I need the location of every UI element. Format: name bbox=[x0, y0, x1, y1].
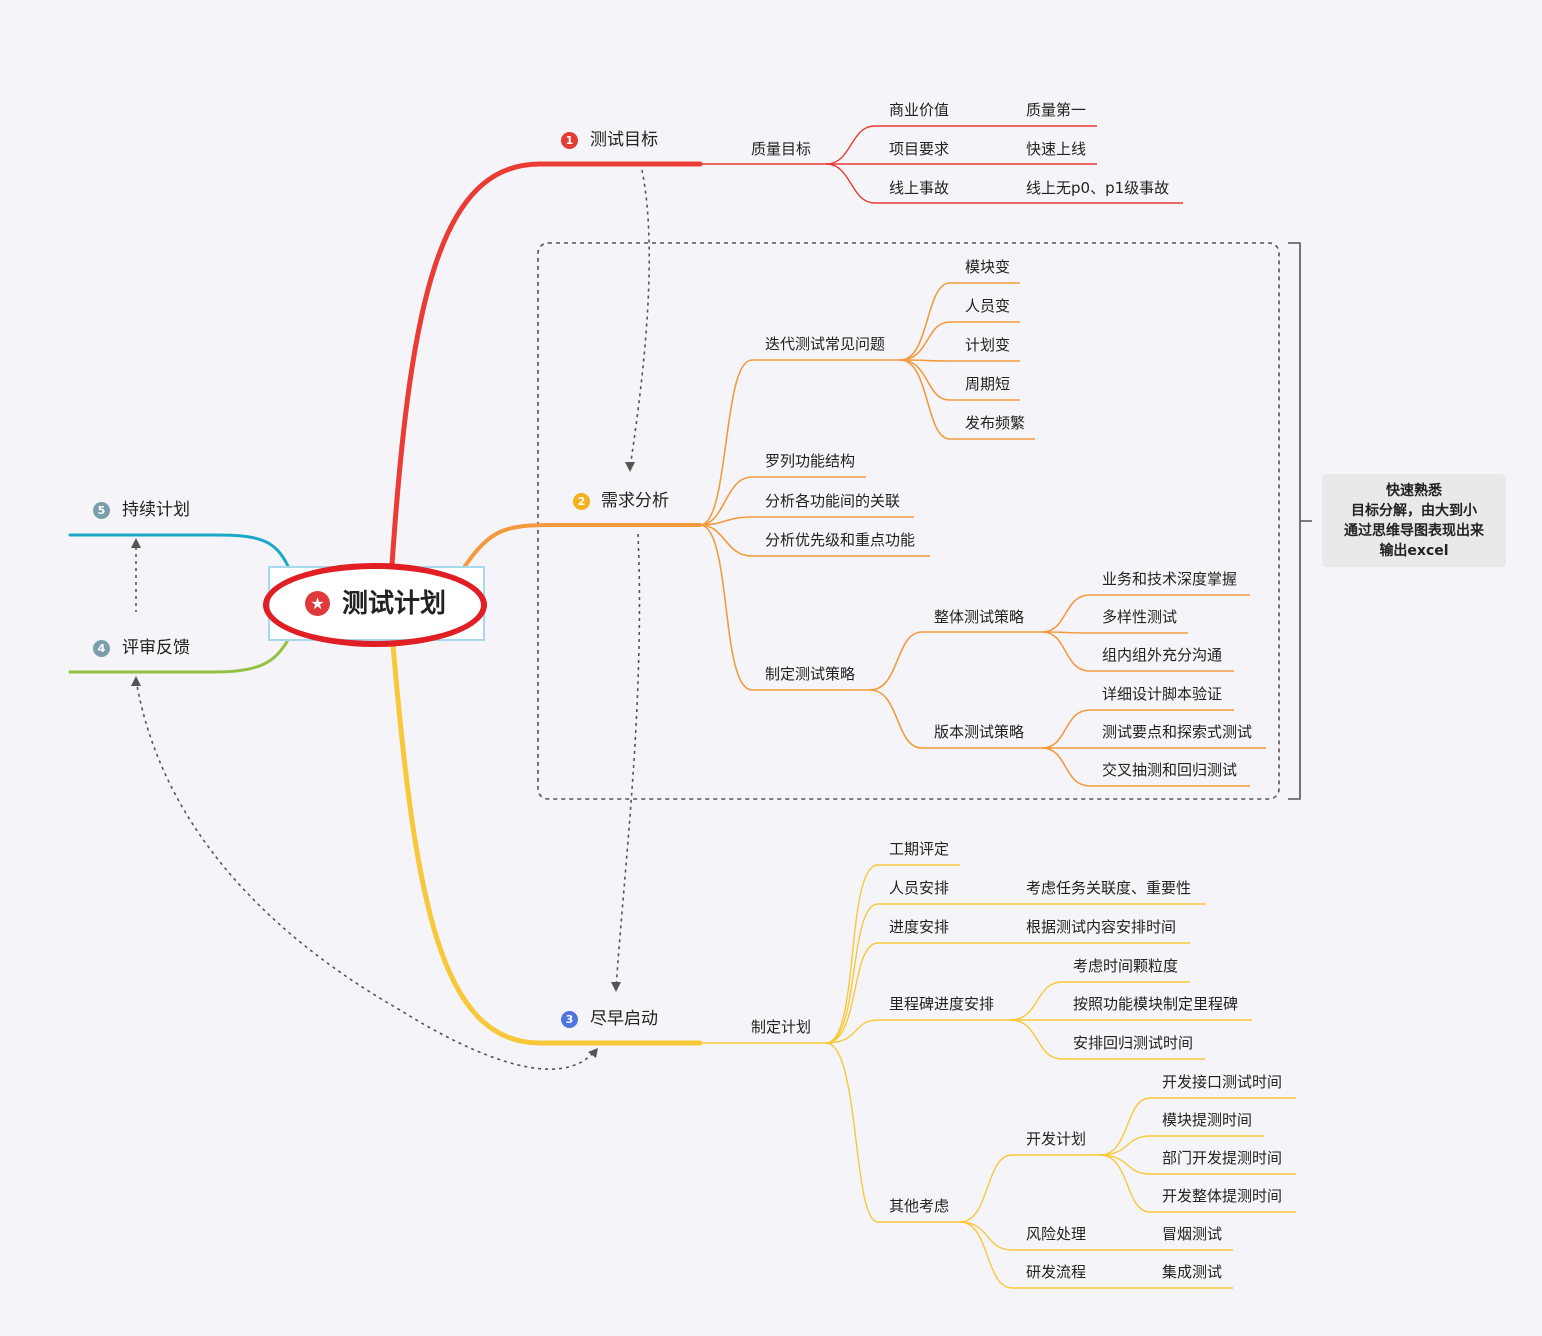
subtopic-project-requirement[interactable]: 项目要求 bbox=[889, 140, 950, 158]
subtopic-make-plan[interactable]: 制定计划 bbox=[751, 1018, 812, 1036]
subtopic-flow-value[interactable]: 集成测试 bbox=[1162, 1263, 1223, 1281]
summary-note[interactable]: 快速熟悉 目标分解，由大到小 通过思维导图表现出来 输出excel bbox=[1322, 474, 1506, 567]
subtopic-milestone-item[interactable]: 安排回归测试时间 bbox=[1073, 1034, 1194, 1052]
subtopic-quality-first[interactable]: 质量第一 bbox=[1026, 101, 1087, 119]
subtopic-issue-item[interactable]: 计划变 bbox=[965, 336, 1011, 354]
subtopic-milestone-item[interactable]: 按照功能模块制定里程碑 bbox=[1073, 995, 1239, 1013]
subtopic-online-incident[interactable]: 线上事故 bbox=[889, 179, 950, 197]
relation-goal-analysis bbox=[629, 169, 651, 469]
topic-analysis[interactable]: 需求分析 bbox=[601, 491, 669, 511]
subtopic-strategy-item[interactable]: 业务和技术深度掌握 bbox=[1102, 570, 1238, 588]
subtopic-test-strategy[interactable]: 制定测试策略 bbox=[765, 665, 856, 683]
subtopic-dev-item[interactable]: 模块提测时间 bbox=[1162, 1111, 1253, 1129]
subtopic-quality-goal[interactable]: 质量目标 bbox=[751, 140, 812, 158]
subtopic-dev-item[interactable]: 开发整体提测时间 bbox=[1162, 1187, 1283, 1205]
number-badge-2: 2 bbox=[573, 493, 590, 510]
subtopic-issue-item[interactable]: 人员变 bbox=[965, 297, 1011, 315]
subtopic-issue-item[interactable]: 模块变 bbox=[965, 258, 1011, 276]
relation-analysis-start bbox=[615, 533, 641, 989]
number-badge-5: 5 bbox=[93, 502, 110, 519]
subtopic-progress-value[interactable]: 根据测试内容安排时间 bbox=[1026, 918, 1177, 936]
branch-line-2 bbox=[463, 523, 702, 568]
subtopic-strategy-item[interactable]: 测试要点和探索式测试 bbox=[1102, 723, 1253, 741]
subtopic-strategy-item[interactable]: 多样性测试 bbox=[1102, 608, 1178, 626]
topic-start-early[interactable]: 尽早启动 bbox=[590, 1009, 658, 1029]
subtopic-strategy-item[interactable]: 组内组外充分沟通 bbox=[1102, 646, 1223, 664]
relation-review-start bbox=[135, 679, 595, 1070]
subtopic-milestone-item[interactable]: 考虑时间颗粒度 bbox=[1073, 957, 1179, 975]
note-line: 目标分解，由大到小 bbox=[1351, 502, 1477, 519]
center-highlight-ellipse bbox=[263, 563, 487, 647]
subtopic-staff-value[interactable]: 考虑任务关联度、重要性 bbox=[1026, 879, 1192, 897]
subtopic-issue-item[interactable]: 周期短 bbox=[965, 375, 1011, 393]
subtopic-relations[interactable]: 分析各功能间的关联 bbox=[765, 492, 901, 510]
subtopic-progress[interactable]: 进度安排 bbox=[889, 918, 950, 936]
branch-line-1 bbox=[389, 161, 703, 568]
subtopic-risk[interactable]: 风险处理 bbox=[1026, 1225, 1087, 1243]
subtopic-overall-strategy[interactable]: 整体测试策略 bbox=[934, 608, 1025, 626]
subtopic-no-p0-p1[interactable]: 线上无p0、p1级事故 bbox=[1026, 179, 1170, 197]
subtopic-list-structure[interactable]: 罗列功能结构 bbox=[765, 452, 856, 470]
subtopic-period[interactable]: 工期评定 bbox=[889, 840, 950, 858]
subtopic-milestone[interactable]: 里程碑进度安排 bbox=[889, 995, 995, 1013]
subtopic-business-value[interactable]: 商业价值 bbox=[889, 101, 950, 119]
boundary-box bbox=[537, 242, 1280, 800]
subtopic-dev-plan[interactable]: 开发计划 bbox=[1026, 1130, 1087, 1148]
topic-goal[interactable]: 测试目标 bbox=[590, 130, 658, 150]
number-badge-4: 4 bbox=[93, 640, 110, 657]
subtopic-strategy-item[interactable]: 详细设计脚本验证 bbox=[1102, 685, 1223, 703]
subtopic-priority[interactable]: 分析优先级和重点功能 bbox=[765, 531, 916, 549]
subtopic-other[interactable]: 其他考虑 bbox=[889, 1197, 950, 1215]
note-line: 输出excel bbox=[1379, 542, 1449, 559]
number-badge-1: 1 bbox=[561, 132, 578, 149]
number-badge-3: 3 bbox=[561, 1011, 578, 1028]
summary-bracket bbox=[1288, 242, 1312, 800]
subtopic-strategy-item[interactable]: 交叉抽测和回归测试 bbox=[1102, 761, 1238, 779]
subtopic-version-strategy[interactable]: 版本测试策略 bbox=[934, 723, 1025, 741]
subtopic-risk-value[interactable]: 冒烟测试 bbox=[1162, 1225, 1223, 1243]
subtopic-dev-item[interactable]: 部门开发提测时间 bbox=[1162, 1149, 1283, 1167]
central-topic[interactable]: 测试计划 bbox=[342, 589, 447, 619]
branch-line-3 bbox=[390, 642, 703, 1046]
note-line: 通过思维导图表现出来 bbox=[1344, 522, 1484, 539]
subtopic-fast-launch[interactable]: 快速上线 bbox=[1026, 140, 1087, 158]
subtopic-staff[interactable]: 人员安排 bbox=[889, 879, 950, 897]
subtopic-iteration-issues[interactable]: 迭代测试常见问题 bbox=[765, 335, 886, 353]
branch-line-4 bbox=[68, 638, 290, 674]
topic-continuous-plan[interactable]: 持续计划 bbox=[122, 500, 190, 520]
topic-review-feedback[interactable]: 评审反馈 bbox=[122, 638, 190, 658]
branch-line-5 bbox=[68, 533, 290, 568]
subtopic-flow[interactable]: 研发流程 bbox=[1026, 1263, 1087, 1281]
note-line: 快速熟悉 bbox=[1386, 482, 1442, 499]
subtopic-issue-item[interactable]: 发布频繁 bbox=[965, 414, 1026, 432]
subtopic-dev-item[interactable]: 开发接口测试时间 bbox=[1162, 1073, 1283, 1091]
star-icon: ★ bbox=[305, 591, 330, 616]
